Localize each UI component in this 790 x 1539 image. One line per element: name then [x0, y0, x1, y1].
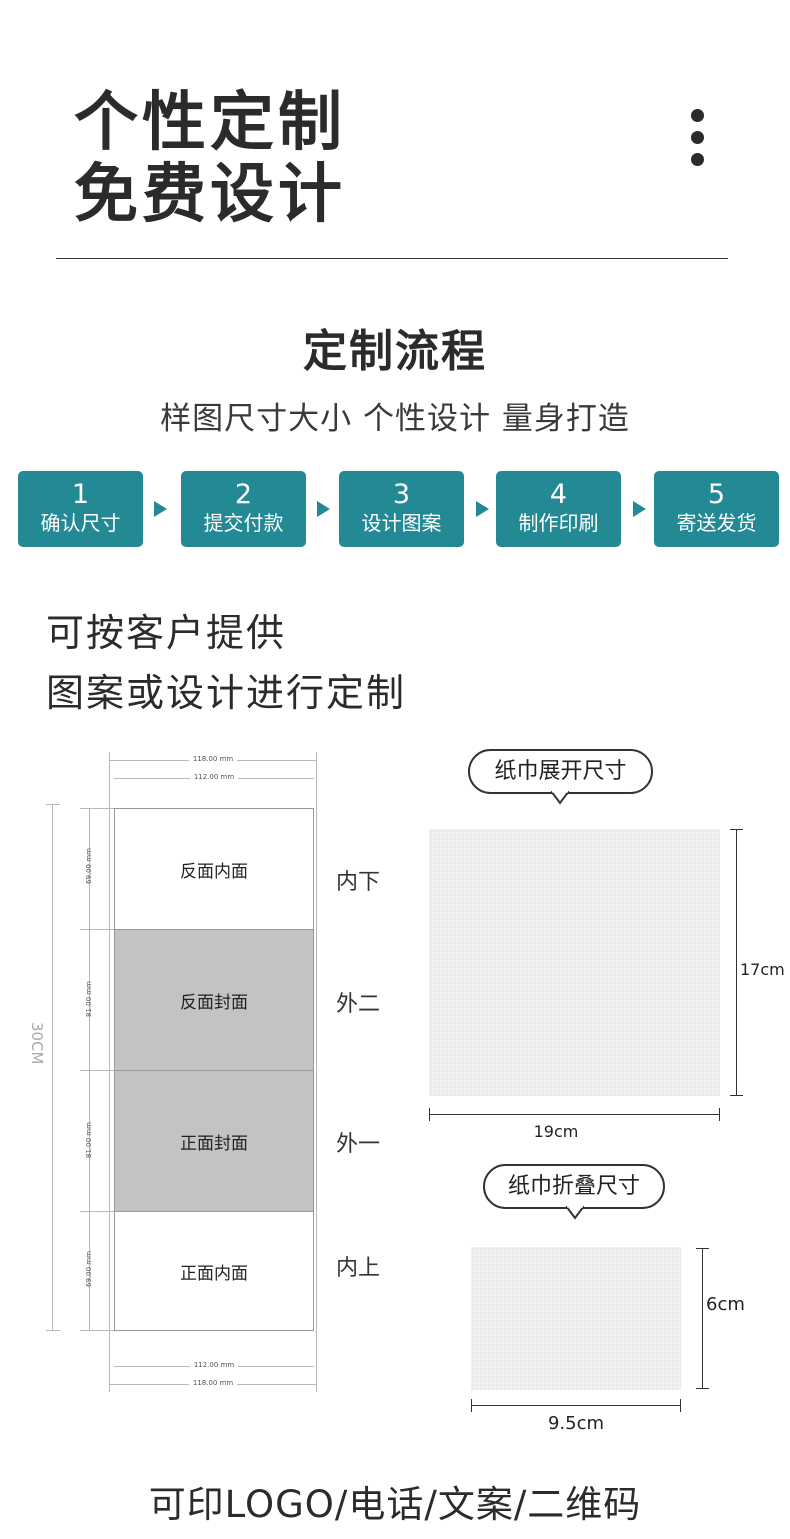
folded-height: 6cm [706, 1294, 745, 1315]
panel-front-inner: 正面内面 [114, 1211, 314, 1331]
dim-total-height: 30CM [28, 1022, 46, 1065]
panel-divider-line [80, 1211, 115, 1212]
step-1: 1 确认尺寸 [18, 471, 143, 547]
panel-divider-line [80, 1070, 115, 1071]
arrow-right-icon [317, 501, 330, 517]
step-3: 3 设计图案 [339, 471, 464, 547]
step-number: 2 [234, 479, 253, 510]
panel-divider-line [80, 1330, 115, 1331]
hero-title-line1: 个性定制 [74, 86, 346, 160]
step-number: 5 [707, 479, 726, 510]
step-number: 1 [71, 479, 90, 510]
dim-tick [46, 1330, 60, 1331]
panel-back-cover: 反面封面 [114, 929, 314, 1071]
guide-line [316, 752, 317, 1392]
dim-line [89, 808, 90, 1330]
step-4: 4 制作印刷 [496, 471, 621, 547]
dim-panel-height: 81.00 mm [85, 1122, 93, 1158]
dim-line [736, 829, 737, 1096]
hero-title-line2: 免费设计 [74, 158, 346, 232]
step-number: 3 [392, 479, 411, 510]
panel-divider-line [80, 929, 115, 930]
unfolded-height: 17cm [740, 960, 785, 979]
menu-dot-icon [691, 153, 704, 166]
step-5: 5 寄送发货 [654, 471, 779, 547]
unfolded-width: 19cm [533, 1122, 579, 1141]
panel-back-inner: 反面内面 [114, 808, 314, 930]
dim-tick [680, 1399, 681, 1412]
dim-width-inner-top: 112.00 mm [114, 773, 314, 781]
panel-divider-line [80, 808, 115, 809]
process-title: 定制流程 [303, 326, 487, 377]
folded-size-bubble: 纸巾折叠尺寸 [483, 1164, 665, 1209]
panel-front-cover: 正面封面 [114, 1070, 314, 1212]
footer-text: 可印LOGO/电话/文案/二维码 [148, 1483, 642, 1526]
bubble-pointer-icon [566, 1206, 584, 1220]
dim-width-outer-top: 118.00 mm [110, 755, 316, 763]
dim-tick [730, 829, 743, 830]
dim-line [471, 1405, 681, 1406]
dim-tick [471, 1399, 472, 1412]
dim-tick [730, 1095, 743, 1096]
arrow-right-icon [154, 501, 167, 517]
dim-panel-height: 81.00 mm [85, 981, 93, 1017]
panel-side-label: 内下 [336, 870, 381, 895]
lead-line1: 可按客户提供 [46, 611, 287, 655]
menu-dot-icon [691, 109, 704, 122]
dim-tick [719, 1108, 720, 1121]
dim-panel-height: 69.00 mm [85, 1251, 93, 1287]
panel-side-label: 外二 [336, 992, 381, 1017]
panel-side-label: 外一 [336, 1132, 381, 1157]
dim-line [52, 804, 53, 1331]
step-label: 寄送发货 [676, 511, 757, 535]
dim-tick [429, 1108, 430, 1121]
step-label: 设计图案 [361, 511, 442, 535]
arrow-right-icon [476, 501, 489, 517]
arrow-right-icon [633, 501, 646, 517]
unfolded-tissue [429, 829, 720, 1096]
step-2: 2 提交付款 [181, 471, 306, 547]
guide-line [109, 752, 110, 1392]
lead-line2: 图案或设计进行定制 [46, 671, 407, 715]
step-label: 确认尺寸 [40, 511, 121, 535]
dim-line [702, 1248, 703, 1389]
panel-side-label: 内上 [336, 1256, 381, 1281]
bubble-pointer-icon [551, 791, 569, 805]
unfolded-size-bubble: 纸巾展开尺寸 [468, 749, 653, 794]
dim-tick [46, 804, 60, 805]
folded-width: 9.5cm [547, 1413, 605, 1434]
folded-tissue [471, 1247, 681, 1390]
dim-width-inner-bottom: 112.00 mm [114, 1361, 314, 1369]
process-subtitle: 样图尺寸大小 个性设计 量身打造 [160, 401, 630, 437]
dim-tick [696, 1248, 709, 1249]
dim-tick [696, 1388, 709, 1389]
menu-dot-icon [691, 131, 704, 144]
dim-width-outer-bottom: 118.00 mm [110, 1379, 316, 1387]
dim-line [429, 1114, 720, 1115]
dim-panel-height: 69.00 mm [85, 848, 93, 884]
step-number: 4 [549, 479, 568, 510]
step-label: 制作印刷 [518, 511, 599, 535]
divider [56, 258, 728, 259]
step-label: 提交付款 [203, 511, 284, 535]
